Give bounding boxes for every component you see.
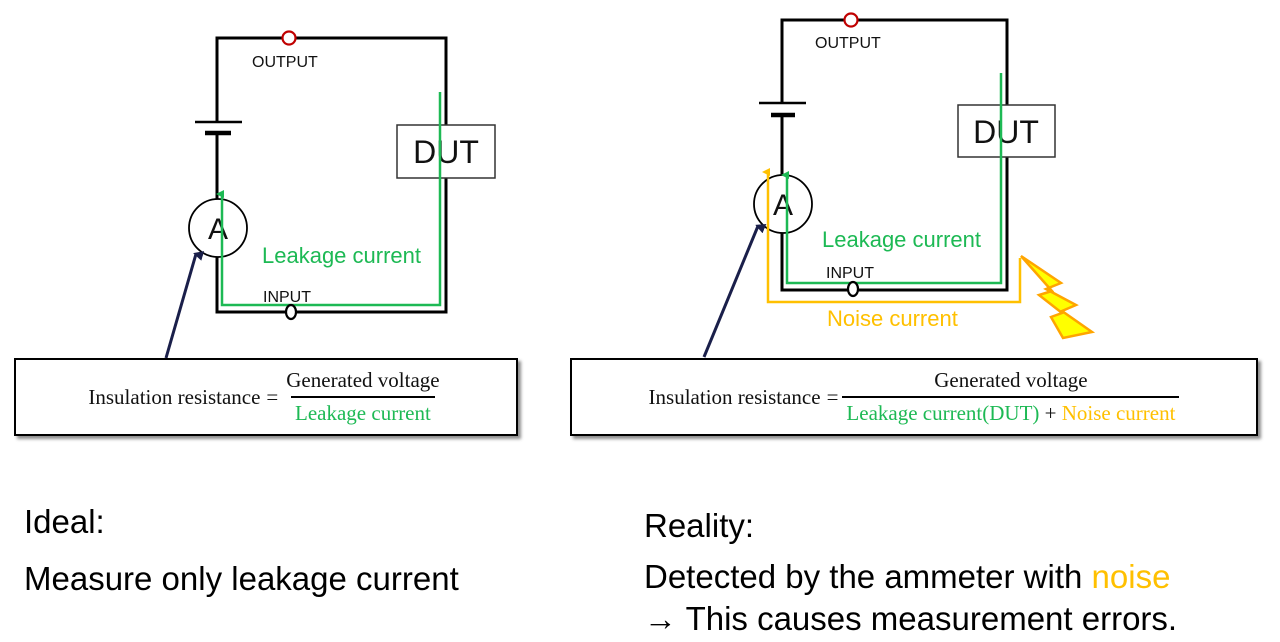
ammeter-label: A [773, 189, 793, 222]
formula-denominator-noise: Noise current [1061, 401, 1176, 425]
formula-denominator: Leakage current(DUT) + Noise current [842, 396, 1180, 426]
formula-equals: = [266, 384, 279, 409]
lightning-bolt-icon [1020, 254, 1096, 340]
battery-symbol-icon [759, 101, 806, 118]
ammeter-label: A [208, 213, 228, 246]
dut-box [396, 124, 496, 179]
leakage-current-path [781, 73, 1003, 285]
formula-lhs: Insulation resistance [648, 384, 821, 409]
ammeter-icon: A [188, 198, 248, 258]
formula-denominator-plus: + [1044, 401, 1057, 425]
formula-fraction: Generated voltage Leakage current [282, 368, 443, 426]
leakage-current-label: Leakage current [822, 227, 981, 252]
reality-line1: Detected by the ammeter with noise [644, 560, 1170, 593]
noise-current-path [762, 168, 1022, 304]
left-circuit: A DUT OUTPUT INPUT Leakage current [164, 30, 496, 359]
reality-title: Reality: [644, 507, 755, 544]
output-label: OUTPUT [815, 35, 881, 52]
left-formula-box: Insulation resistance = Generated voltag… [14, 358, 518, 436]
reality-line2: → This causes measurement errors. [644, 600, 1178, 637]
formula-fraction: Generated voltage Leakage current(DUT) +… [842, 368, 1180, 426]
input-label: INPUT [826, 265, 874, 282]
output-terminal-icon [281, 30, 297, 46]
ideal-text: Measure only leakage current [24, 560, 459, 597]
output-label: OUTPUT [252, 54, 318, 71]
reality-line1-prefix: Detected by the ammeter with [644, 558, 1092, 595]
formula-numerator: Generated voltage [934, 368, 1088, 392]
formula-equals: = [826, 384, 839, 409]
dut-label: DUT [413, 134, 479, 170]
input-terminal-icon [846, 280, 860, 298]
noise-current-label: Noise current [827, 306, 958, 331]
leakage-current-label: Leakage current [262, 243, 421, 268]
ammeter-icon: A [753, 174, 813, 234]
dut-label: DUT [973, 114, 1039, 150]
right-circuit: A DUT OUTPUT INPUT Leakage current Noise… [702, 12, 1096, 358]
input-terminal-icon [284, 303, 298, 321]
formula-numerator: Generated voltage [286, 368, 440, 392]
pointer-arrow-icon [702, 224, 767, 358]
pointer-arrow-icon [164, 251, 205, 359]
formula-denominator-leakage: Leakage current(DUT) [846, 401, 1040, 425]
input-label: INPUT [263, 289, 311, 306]
formula-lhs: Insulation resistance [88, 384, 261, 409]
battery-symbol-icon [195, 120, 242, 136]
reality-noise-highlight: noise [1091, 558, 1171, 595]
leakage-current-path [216, 92, 442, 307]
right-formula-box: Insulation resistance = Generated voltag… [570, 358, 1258, 436]
ideal-title: Ideal: [24, 503, 105, 540]
output-terminal-icon [843, 12, 859, 28]
dut-box [957, 104, 1056, 158]
formula-denominator: Leakage current [291, 396, 435, 426]
